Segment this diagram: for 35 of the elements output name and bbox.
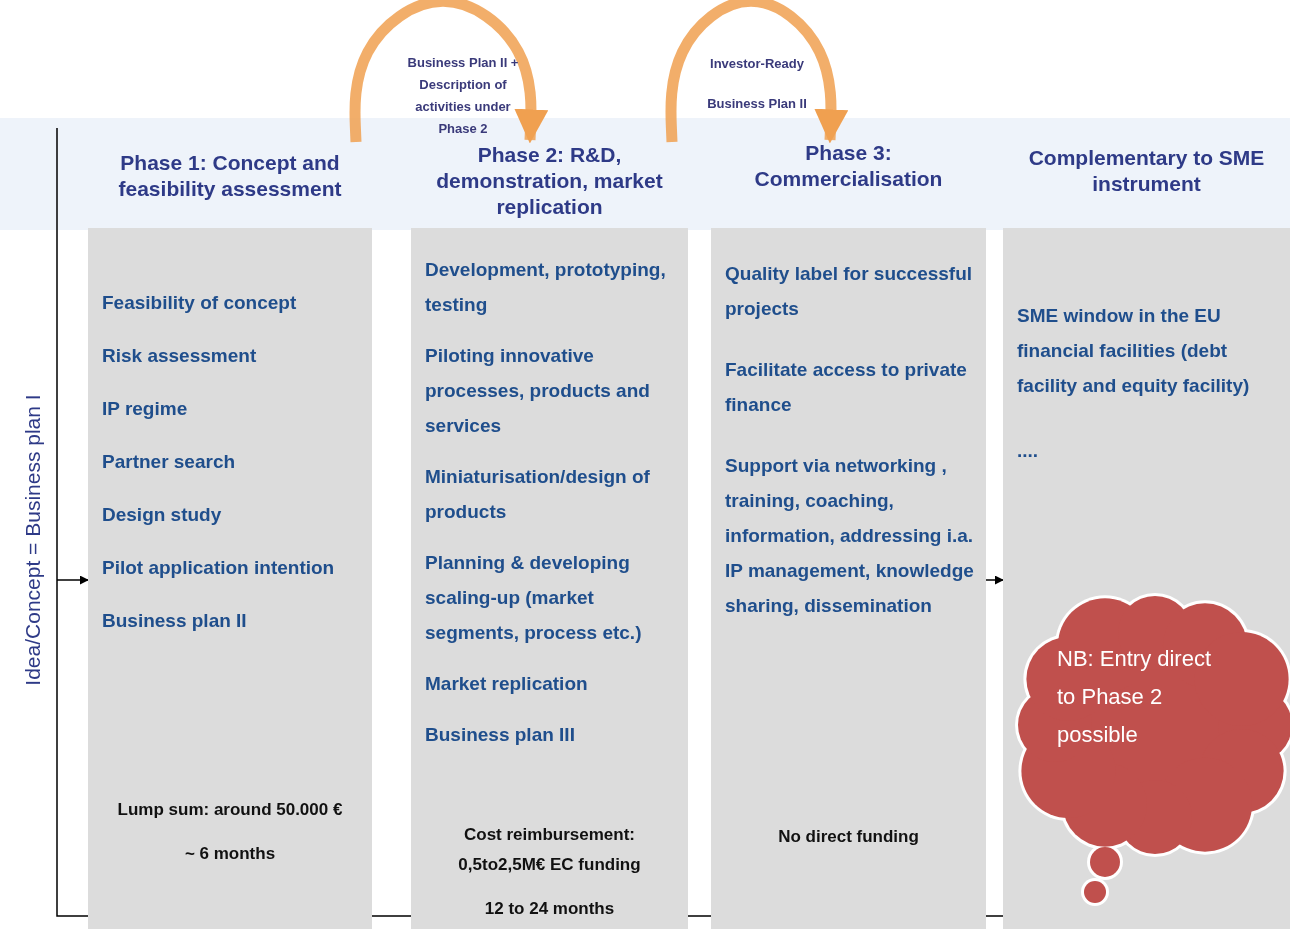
phase-heading: Complementary to SME instrument xyxy=(1027,145,1266,197)
activity-item: Market replication xyxy=(425,672,589,696)
activity-item: Partner search xyxy=(102,450,237,474)
cloud-note: NB: Entry direct to Phase 2 possible xyxy=(1057,645,1213,749)
funding-note: Cost reimbursement: 0,5to2,5M€ EC funding xyxy=(457,824,642,876)
curved-arrow xyxy=(665,0,849,144)
curved-arrow xyxy=(349,0,549,144)
funding-note: Lump sum: around 50.000 € xyxy=(116,799,344,821)
activity-item: Feasibility of concept xyxy=(102,291,298,315)
activity-item: Pilot application intention xyxy=(102,556,336,580)
activity-item: Business plan III xyxy=(425,723,576,747)
phase-heading: Phase 2: R&D, demonstration, market replication xyxy=(435,142,664,220)
funding-note: No direct funding xyxy=(777,826,920,848)
activity-item: Design study xyxy=(102,503,223,527)
activity-item: Planning & developing scaling-up (market segments, process etc.) xyxy=(425,551,643,645)
activity-item: Risk assessment xyxy=(102,344,258,368)
phase-heading: Phase 3: Commercialisation xyxy=(753,140,944,192)
activity-item: SME window in the EU financial facilities (debt facility and equity facility) xyxy=(1017,304,1251,398)
funding-note: ~ 6 months xyxy=(183,843,277,865)
phase-heading: Phase 1: Concept and feasibility assessment xyxy=(117,150,343,202)
axis-label: Idea/Concept = Business plan I xyxy=(21,394,45,686)
edge-label: Business Plan II + Description of activities under Phase 2 xyxy=(406,54,520,138)
activity-item: Miniaturisation/design of products xyxy=(425,465,651,524)
arrow xyxy=(985,575,1004,585)
funding-note: 12 to 24 months xyxy=(483,898,616,920)
arrow xyxy=(56,575,89,585)
activity-item: .... xyxy=(1017,439,1040,463)
edge-label: Investor-Ready Business Plan II xyxy=(706,55,808,113)
activity-item: Facilitate access to private finance xyxy=(725,358,968,417)
activity-item: Business plan II xyxy=(102,609,248,633)
activity-item: Piloting innovative processes, products and services xyxy=(425,344,651,438)
activity-item: Development, prototyping, testing xyxy=(425,258,667,317)
activity-item: Support via networking , training, coaching, information, addressing i.a. IP management, knowledge sharing, dissemination xyxy=(725,454,975,618)
activity-item: IP regime xyxy=(102,397,189,421)
activity-item: Quality label for successful projects xyxy=(725,262,974,321)
